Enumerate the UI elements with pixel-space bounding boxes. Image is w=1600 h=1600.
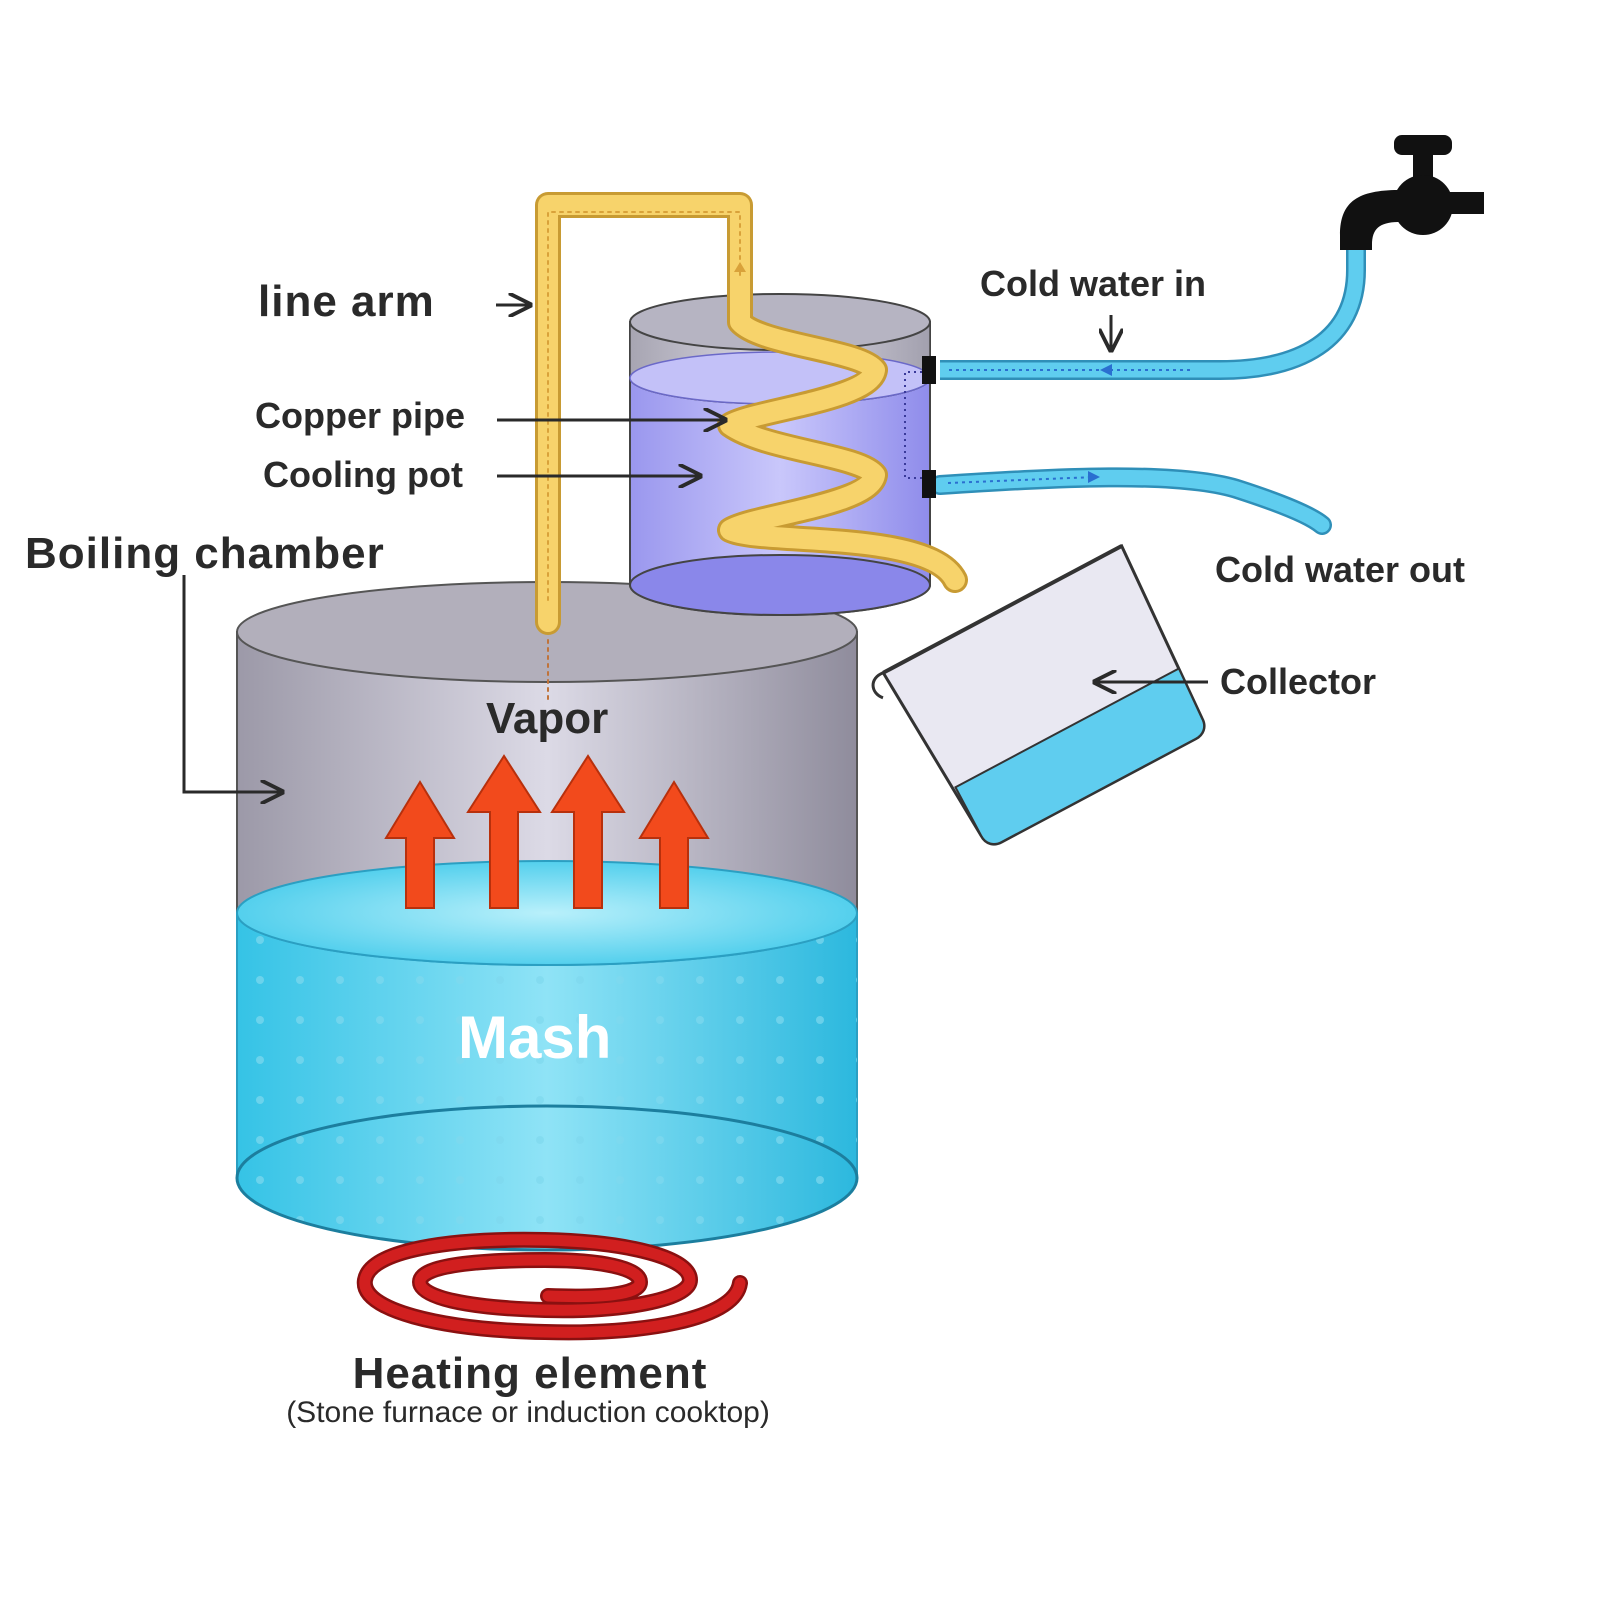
inlet-connector (922, 356, 936, 384)
label-copper-pipe: Copper pipe (255, 395, 465, 436)
up-arrow-icon (550, 754, 626, 909)
label-heating-element: Heating element (353, 1349, 708, 1398)
collector-beaker (871, 543, 1206, 846)
water-tap-icon (1340, 135, 1484, 250)
chamber-bottom (235, 1104, 859, 1252)
up-arrow-icon (384, 780, 456, 909)
label-heating-element-note: (Stone furnace or induction cooktop) (286, 1396, 770, 1429)
label-boiling-chamber: Boiling chamber (25, 529, 385, 578)
boiling-chamber-arrow (182, 575, 282, 792)
label-line-arm: line arm (258, 277, 435, 326)
copper-pipe (535, 192, 968, 701)
label-vapor: Vapor (486, 694, 608, 743)
pot-bottom (629, 554, 931, 616)
label-cold-water-out: Cold water out (1215, 549, 1465, 590)
up-arrow-icon (638, 780, 710, 909)
spiral-coil-icon (356, 1231, 748, 1341)
vapor-arrows (384, 754, 710, 909)
leader-arrows (182, 305, 1208, 792)
label-cold-water-in: Cold water in (980, 263, 1206, 304)
mash-surface (236, 860, 858, 966)
up-arrow-icon (466, 754, 542, 909)
label-mash: Mash (458, 1004, 611, 1071)
outlet-connector (922, 470, 936, 498)
mash-dots (237, 913, 857, 1250)
label-cooling-pot: Cooling pot (263, 454, 463, 495)
label-collector: Collector (1220, 661, 1376, 702)
boiling-chamber (235, 581, 859, 1252)
